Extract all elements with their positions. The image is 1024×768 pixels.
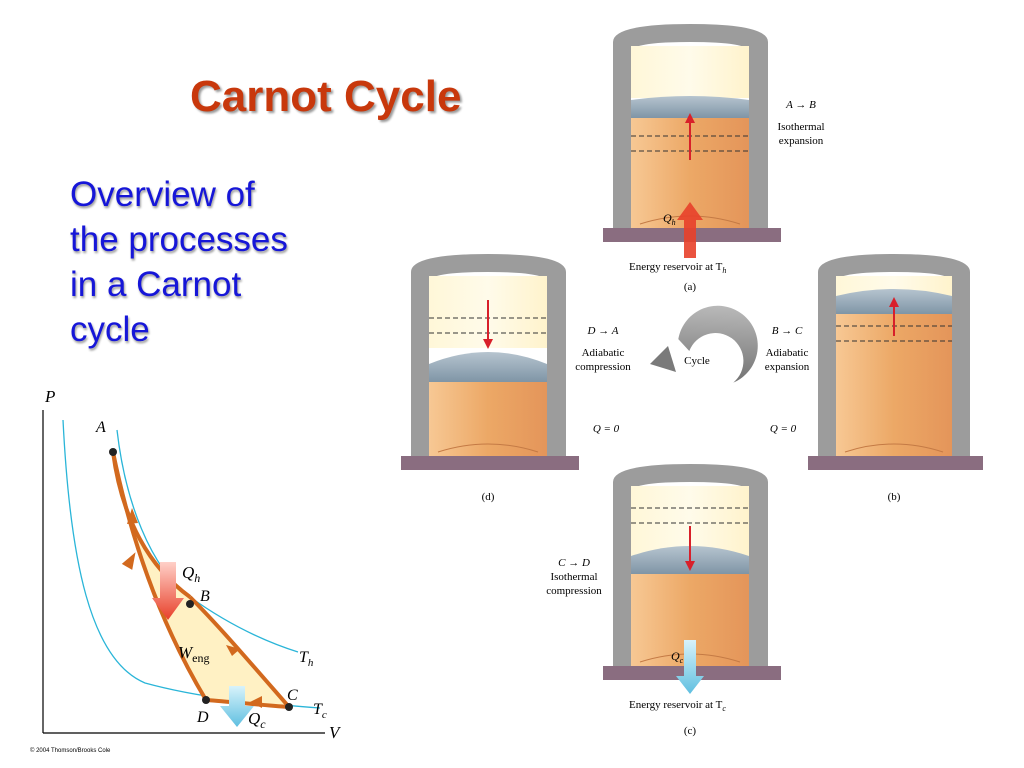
point-label: B (200, 588, 210, 605)
heat-out-arrow (220, 686, 254, 727)
insulating-base (808, 456, 983, 470)
point-c (285, 703, 293, 711)
cycle-area (113, 452, 289, 707)
point-label: C (287, 687, 298, 704)
process-type: Isothermal (777, 121, 824, 133)
cycle-arrow-head (650, 346, 676, 372)
heat-label: Qh (663, 211, 676, 227)
cylinder-wall (411, 254, 566, 456)
subtitle-line: Overview of (70, 175, 255, 214)
pv-diagram: P V A B C D Th Tc Qh Qc (42, 387, 342, 742)
cylinder-b: (b) B → C Adiabatic expansion Q = 0 (765, 254, 983, 503)
heat-wave (844, 443, 944, 453)
cycle-arrow-icon (678, 305, 758, 383)
process-label: B → C (772, 325, 803, 337)
point-d (202, 696, 210, 704)
p-axis-label: P (44, 387, 55, 406)
caption: (d) (482, 491, 495, 503)
gas (429, 382, 547, 456)
process-type: expansion (765, 361, 810, 373)
isotherm-cold-label: Tc (313, 701, 327, 721)
heat-in-label: Qh (182, 563, 200, 585)
copyright-text: © 2004 Thomson/Brooks Cole (30, 748, 111, 754)
insulating-base (401, 456, 579, 470)
heat-output-arrow (676, 640, 704, 694)
cylinder-a: Qh Energy reservoir at Th (a) A → B Isot… (603, 24, 825, 293)
cycle-indicator: Cycle (650, 305, 758, 383)
caption: (b) (888, 491, 901, 503)
point-a (109, 448, 117, 456)
heat-out-label: Qc (248, 709, 266, 731)
direction-arrow (121, 552, 136, 570)
reservoir-label: Energy reservoir at Th (629, 261, 726, 275)
heat-input-arrow (677, 202, 703, 258)
process-label: D → A (587, 325, 619, 337)
caption: (a) (684, 281, 697, 293)
reservoir-label: Energy reservoir at Tc (629, 699, 726, 713)
cylinder-d: (d) D → A Adiabatic compression Q = 0 (401, 254, 631, 503)
process-type: Isothermal (550, 571, 597, 583)
work-label: Weng (178, 643, 210, 665)
cylinder-wall (818, 254, 970, 456)
piston (429, 352, 547, 382)
heat-wave (437, 443, 539, 453)
process-type: expansion (779, 135, 824, 147)
process-type: Adiabatic (766, 347, 809, 359)
process-label: C → D (558, 557, 590, 569)
direction-arrow (226, 645, 240, 656)
process-type: compression (575, 361, 631, 373)
subtitle: Overview of the processes in a Carnot cy… (70, 172, 330, 352)
cycle-label: Cycle (684, 355, 710, 367)
heat-zero-label: Q = 0 (770, 423, 797, 435)
piston (631, 96, 749, 118)
process-cd (205, 698, 290, 709)
heat-zero-label: Q = 0 (593, 423, 620, 435)
process-bc (188, 595, 291, 709)
heat-label: Qc (671, 649, 684, 665)
subtitle-line: in a Carnot (70, 265, 242, 304)
subtitle-line: cycle (70, 310, 150, 349)
page-title: Carnot Cycle (190, 72, 462, 121)
caption: (c) (684, 725, 697, 737)
process-type: compression (546, 585, 602, 597)
process-type: Adiabatic (582, 347, 625, 359)
process-label: A → B (785, 99, 816, 111)
point-label: A (95, 419, 106, 436)
cylinder-c: Qc Energy reservoir at Tc (c) C → D Isot… (546, 464, 781, 737)
cylinder-top-space (631, 46, 749, 98)
v-axis-label: V (329, 723, 342, 742)
heat-in-arrow (152, 562, 184, 620)
cylinder-wall (613, 24, 768, 228)
direction-arrow (127, 508, 138, 524)
subtitle-line: the processes (70, 220, 288, 259)
process-da (111, 451, 208, 702)
direction-arrow (250, 696, 262, 708)
isotherm-hot-label: Th (299, 649, 314, 669)
cylinder-wall (613, 464, 768, 666)
point-label: D (196, 709, 209, 726)
point-b (186, 600, 194, 608)
gas (836, 314, 952, 456)
